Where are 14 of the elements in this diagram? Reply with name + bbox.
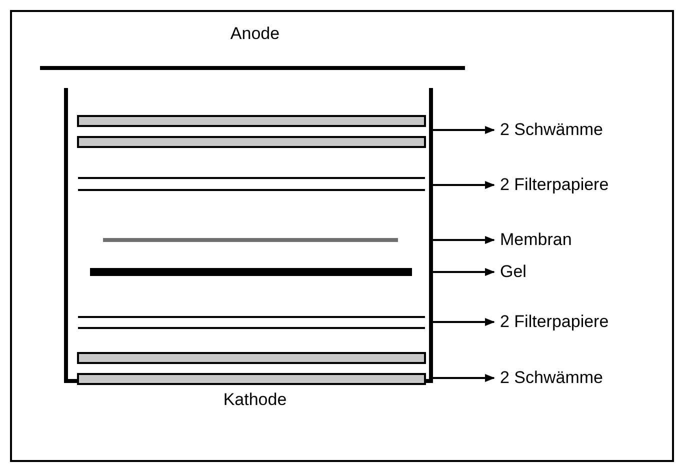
arrow bbox=[433, 268, 495, 276]
arrow bbox=[433, 236, 495, 244]
layer-label: Membran bbox=[500, 230, 572, 250]
layer-label: Gel bbox=[500, 262, 526, 282]
layer-label: 2 Schwämme bbox=[500, 120, 603, 140]
arrow bbox=[433, 318, 495, 326]
layer-label: 2 Filterpapiere bbox=[500, 175, 609, 195]
arrow bbox=[433, 181, 495, 189]
layer-label: 2 Schwämme bbox=[500, 368, 603, 388]
arrow bbox=[433, 126, 495, 134]
electrode-label: Anode bbox=[230, 24, 280, 44]
arrow bbox=[433, 374, 495, 382]
layer-label: 2 Filterpapiere bbox=[500, 312, 609, 332]
electrode-label: Kathode bbox=[223, 390, 287, 410]
